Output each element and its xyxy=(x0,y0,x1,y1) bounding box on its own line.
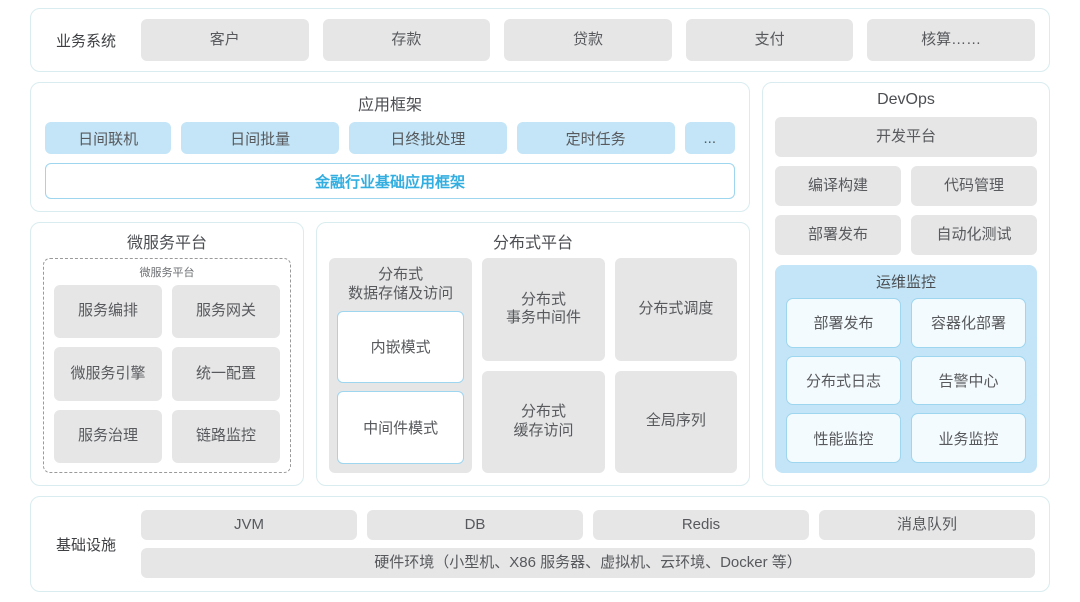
devops-item-code-management[interactable]: 代码管理 xyxy=(911,166,1037,206)
devops-item-grid: 编译构建 代码管理 部署发布 自动化测试 xyxy=(775,166,1037,255)
distributed-platform-panel: 分布式平台 分布式 数据存储及访问 内嵌模式 中间件模式 xyxy=(316,222,750,486)
ms-item-service-governance[interactable]: 服务治理 xyxy=(54,409,162,463)
infra-item-redis[interactable]: Redis xyxy=(593,510,809,540)
microservice-item-grid: 服务编排 服务网关 微服务引擎 统一配置 服务治理 链路监控 xyxy=(54,285,280,463)
devops-item-deploy-release[interactable]: 部署发布 xyxy=(775,215,901,255)
ops-monitoring-box: 运维监控 部署发布 容器化部署 分布式日志 告警中心 性能监控 业务监控 xyxy=(775,265,1037,473)
devops-title: DevOps xyxy=(877,91,935,108)
microservice-inner-subtitle: 微服务平台 xyxy=(139,267,195,279)
app-framework-title: 应用框架 xyxy=(357,97,422,114)
dist-mode-middleware[interactable]: 中间件模式 xyxy=(337,391,465,464)
ops-item-deploy-release[interactable]: 部署发布 xyxy=(786,298,901,348)
ops-item-alert-center[interactable]: 告警中心 xyxy=(911,355,1026,406)
app-framework-chip-eod-batch[interactable]: 日终批处理 xyxy=(348,122,507,154)
financial-base-framework-bar[interactable]: 金融行业基础应用框架 xyxy=(45,163,735,199)
devops-panel: DevOps 开发平台 编译构建 代码管理 部署发布 自动化测试 运维监控 部署… xyxy=(762,82,1050,486)
ops-monitoring-title: 运维监控 xyxy=(875,274,936,291)
app-framework-chip-daytime-batch[interactable]: 日间批量 xyxy=(181,122,339,154)
ms-item-service-gateway[interactable]: 服务网关 xyxy=(172,285,280,339)
microservice-platform-panel: 微服务平台 微服务平台 服务编排 服务网关 微服务引擎 统一配置 服务治理 链路… xyxy=(30,222,304,486)
distributed-item-grid: 分布式 事务中间件 分布式调度 分布式 缓存访问 xyxy=(482,258,737,473)
dist-item-2-text: 分布式 缓存访问 xyxy=(513,403,574,439)
dist-item-transaction-middleware[interactable]: 分布式 事务中间件 xyxy=(482,258,605,361)
ops-item-distributed-log[interactable]: 分布式日志 xyxy=(786,355,901,406)
ops-item-containerized-deploy[interactable]: 容器化部署 xyxy=(911,298,1026,348)
microservice-platform-title: 微服务平台 xyxy=(126,235,207,252)
app-framework-chip-row: 日间联机 日间批量 日终批处理 定时任务 ... xyxy=(45,122,735,154)
ms-item-trace-monitoring[interactable]: 链路监控 xyxy=(172,409,280,463)
infrastructure-item-row: JVM DB Redis 消息队列 xyxy=(141,510,1035,540)
platform-row: 微服务平台 微服务平台 服务编排 服务网关 微服务引擎 统一配置 服务治理 链路… xyxy=(30,222,750,486)
dist-item-global-sequence[interactable]: 全局序列 xyxy=(614,370,737,473)
business-system-label: 业务系统 xyxy=(55,32,116,50)
devops-column: DevOps 开发平台 编译构建 代码管理 部署发布 自动化测试 运维监控 部署… xyxy=(762,82,1050,486)
infrastructure-content: JVM DB Redis 消息队列 硬件环境（小型机、X86 服务器、虚拟机、云… xyxy=(141,510,1035,578)
microservice-inner-box: 微服务平台 服务编排 服务网关 微服务引擎 统一配置 服务治理 链路监控 xyxy=(43,258,291,473)
ops-monitoring-grid: 部署发布 容器化部署 分布式日志 告警中心 性能监控 业务监控 xyxy=(786,298,1026,463)
app-framework-panel: 应用框架 日间联机 日间批量 日终批处理 定时任务 ... 金融行业基础应用框架 xyxy=(30,82,750,212)
distributed-data-storage-box[interactable]: 分布式 数据存储及访问 内嵌模式 中间件模式 xyxy=(329,258,473,473)
ms-item-service-orchestration[interactable]: 服务编排 xyxy=(54,285,162,339)
app-framework-chip-daytime-online[interactable]: 日间联机 xyxy=(45,122,172,154)
app-framework-chip-more[interactable]: ... xyxy=(684,122,735,154)
infra-item-db[interactable]: DB xyxy=(367,510,583,540)
business-item-customer[interactable]: 客户 xyxy=(141,19,309,61)
ops-item-performance-monitoring[interactable]: 性能监控 xyxy=(786,413,901,463)
middle-left-column: 应用框架 日间联机 日间批量 日终批处理 定时任务 ... 金融行业基础应用框架… xyxy=(30,82,750,486)
app-framework-chip-scheduled-task[interactable]: 定时任务 xyxy=(516,122,675,154)
ops-item-business-monitoring[interactable]: 业务监控 xyxy=(911,413,1026,463)
dist-mode-embedded[interactable]: 内嵌模式 xyxy=(337,310,465,384)
infra-hardware-environment[interactable]: 硬件环境（小型机、X86 服务器、虚拟机、云环境、Docker 等） xyxy=(141,548,1035,578)
distributed-data-storage-title: 分布式 数据存储及访问 xyxy=(337,266,464,304)
dist-item-0-text: 分布式 事务中间件 xyxy=(505,290,581,327)
business-system-panel: 业务系统 客户 存款 贷款 支付 核算…… xyxy=(30,8,1050,72)
dist-item-scheduling[interactable]: 分布式调度 xyxy=(614,258,737,361)
devops-dev-platform[interactable]: 开发平台 xyxy=(775,117,1037,157)
business-item-accounting[interactable]: 核算…… xyxy=(867,19,1035,61)
dist-item-cache-access[interactable]: 分布式 缓存访问 xyxy=(482,370,605,473)
ms-item-microservice-engine[interactable]: 微服务引擎 xyxy=(54,347,162,401)
distributed-body: 分布式 数据存储及访问 内嵌模式 中间件模式 分布式 事务中间件 xyxy=(329,258,737,473)
infrastructure-label: 基础设施 xyxy=(55,536,116,554)
infra-item-message-queue[interactable]: 消息队列 xyxy=(819,510,1035,540)
dist-storage-line1: 分布式 xyxy=(378,266,424,283)
middle-section: 应用框架 日间联机 日间批量 日终批处理 定时任务 ... 金融行业基础应用框架… xyxy=(30,82,1050,486)
ms-item-unified-config[interactable]: 统一配置 xyxy=(172,347,280,401)
business-item-deposit[interactable]: 存款 xyxy=(322,19,491,61)
infrastructure-panel: 基础设施 JVM DB Redis 消息队列 硬件环境（小型机、X86 服务器、… xyxy=(30,496,1050,592)
dist-storage-line2: 数据存储及访问 xyxy=(348,284,454,302)
infra-item-jvm[interactable]: JVM xyxy=(141,510,357,540)
business-item-loan[interactable]: 贷款 xyxy=(504,19,672,61)
business-item-payment[interactable]: 支付 xyxy=(685,19,854,61)
devops-item-compile-build[interactable]: 编译构建 xyxy=(775,166,901,206)
distributed-platform-title: 分布式平台 xyxy=(492,235,573,252)
devops-item-automated-testing[interactable]: 自动化测试 xyxy=(911,215,1037,255)
